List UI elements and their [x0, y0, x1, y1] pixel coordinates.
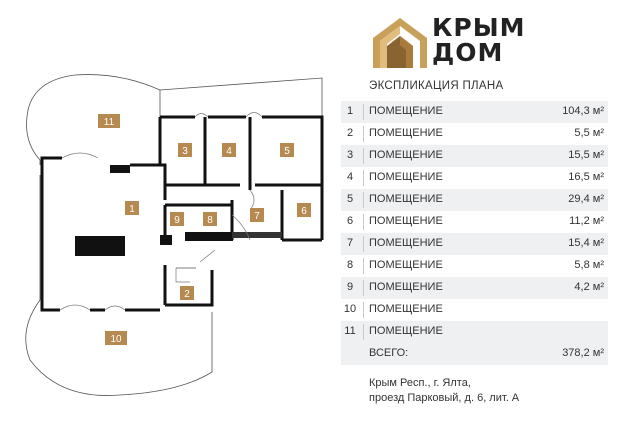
room-name: ПОМЕЩЕНИЕ: [369, 127, 443, 139]
explication-title: ЭКСПЛИКАЦИЯ ПЛАНА: [369, 80, 504, 92]
room-badge-4: [222, 143, 236, 157]
terrace-11-outline: [26, 74, 161, 165]
room-name: ПОМЕЩЕНИЕ: [369, 171, 443, 183]
column-divider: [363, 236, 364, 252]
column-divider: [363, 126, 364, 142]
total-row: ВСЕГО: 378,2 м²: [341, 343, 608, 365]
room-area: 15,5 м²: [568, 149, 604, 161]
table-row: 9 ПОМЕЩЕНИЕ 4,2 м²: [341, 277, 608, 299]
room-area: 15,4 м²: [568, 237, 604, 249]
room-name: ПОМЕЩЕНИЕ: [369, 105, 443, 117]
floor-plan: 11 1 3 4 5 9 8 7 6 2 10: [25, 74, 324, 396]
room-name: ПОМЕЩЕНИЕ: [369, 325, 443, 337]
table-row: 8 ПОМЕЩЕНИЕ 5,8 м²: [341, 255, 608, 277]
total-label: ВСЕГО:: [369, 347, 409, 359]
room-label-10: 10: [110, 334, 122, 345]
room-area: 5,5 м²: [574, 127, 604, 139]
room-number: 6: [346, 215, 354, 227]
room-name: ПОМЕЩЕНИЕ: [369, 215, 443, 227]
column-divider: [363, 170, 364, 186]
room-label-1: 1: [129, 204, 135, 215]
room-number: 8: [346, 259, 354, 271]
room-area: 104,3 м²: [562, 105, 604, 117]
table-row: 7 ПОМЕЩЕНИЕ 15,4 м²: [341, 233, 608, 255]
room-name: ПОМЕЩЕНИЕ: [369, 259, 443, 271]
room-badge-8: [203, 212, 217, 226]
room-label-11: 11: [104, 117, 115, 128]
address: Крым Респ., г. Ялта, проезд Парковый, д.…: [369, 376, 519, 406]
krym-dom-logo-mark: [373, 18, 427, 68]
table-row: 10 ПОМЕЩЕНИЕ: [341, 299, 608, 321]
terrace-10-outline: [25, 299, 213, 396]
room-badge-2: [180, 286, 194, 300]
room-label-6: 6: [301, 206, 307, 217]
column-divider: [363, 192, 364, 208]
room-label-7: 7: [254, 211, 260, 222]
table-row: 2 ПОМЕЩЕНИЕ 5,5 м²: [341, 123, 608, 145]
column-divider: [363, 148, 364, 164]
room-number: 3: [346, 149, 354, 161]
room-name: ПОМЕЩЕНИЕ: [369, 303, 443, 315]
room-number: 1: [346, 105, 354, 117]
room-number: 5: [346, 193, 354, 205]
column-divider: [363, 280, 364, 296]
room-badge-7: [250, 208, 264, 222]
table-row: 11 ПОМЕЩЕНИЕ: [341, 321, 608, 343]
table-row: 1 ПОМЕЩЕНИЕ 104,3 м²: [341, 101, 608, 123]
column-divider: [363, 324, 364, 340]
column-divider: [363, 214, 364, 230]
room-badge-5: [280, 143, 294, 157]
room-badge-11: [98, 114, 120, 128]
room-name: ПОМЕЩЕНИЕ: [369, 237, 443, 249]
room-badge-3: [178, 143, 192, 157]
room-number: 10: [343, 303, 357, 315]
room-label-3: 3: [182, 146, 188, 157]
room-name: ПОМЕЩЕНИЕ: [369, 193, 443, 205]
room-number: 4: [346, 171, 354, 183]
room-area: 16,5 м²: [568, 171, 604, 183]
room-area: 11,2 м²: [569, 215, 604, 227]
room-badge-9: [170, 212, 184, 226]
room-number: 11: [344, 325, 356, 337]
logo-wordmark: КРЫМ ДОМ: [432, 15, 526, 65]
room-name: ПОМЕЩЕНИЕ: [369, 281, 443, 293]
room-badges: 11 1 3 4 5 9 8 7 6 2 10: [98, 114, 311, 345]
table-row: 3 ПОМЕЩЕНИЕ 15,5 м²: [341, 145, 608, 167]
room-name: ПОМЕЩЕНИЕ: [369, 149, 443, 161]
table-row: 5 ПОМЕЩЕНИЕ 29,4 м²: [341, 189, 608, 211]
room-number: 7: [346, 237, 354, 249]
address-line-2: проезд Парковый, д. 6, лит. А: [369, 392, 520, 404]
stair-block: [75, 236, 125, 256]
wall-main-left: [40, 156, 62, 312]
table-row: 6 ПОМЕЩЕНИЕ 11,2 м²: [341, 211, 608, 233]
logo-line-1: КРЫМ: [432, 13, 526, 42]
logo-line-2: ДОМ: [432, 38, 504, 67]
address-line-1: Крым Респ., г. Ялта,: [369, 377, 471, 389]
room-badge-6: [297, 203, 311, 217]
table-row: 4 ПОМЕЩЕНИЕ 16,5 м²: [341, 167, 608, 189]
room-label-9: 9: [174, 215, 180, 226]
room-badge-10: [105, 331, 127, 345]
room-number: 9: [346, 281, 354, 293]
column-divider: [363, 104, 364, 120]
column-divider: [363, 258, 364, 274]
room-number: 2: [346, 127, 354, 139]
room-label-8: 8: [207, 215, 213, 226]
room-label-2: 2: [184, 289, 190, 300]
room-badge-1: [125, 201, 139, 215]
total-area: 378,2 м²: [562, 347, 604, 359]
column-divider: [363, 302, 364, 318]
room-area: 4,2 м²: [574, 281, 604, 293]
room-area: 29,4 м²: [568, 193, 604, 205]
room-label-4: 4: [226, 146, 232, 157]
room-area: 5,8 м²: [574, 259, 604, 271]
room-label-5: 5: [284, 146, 290, 157]
